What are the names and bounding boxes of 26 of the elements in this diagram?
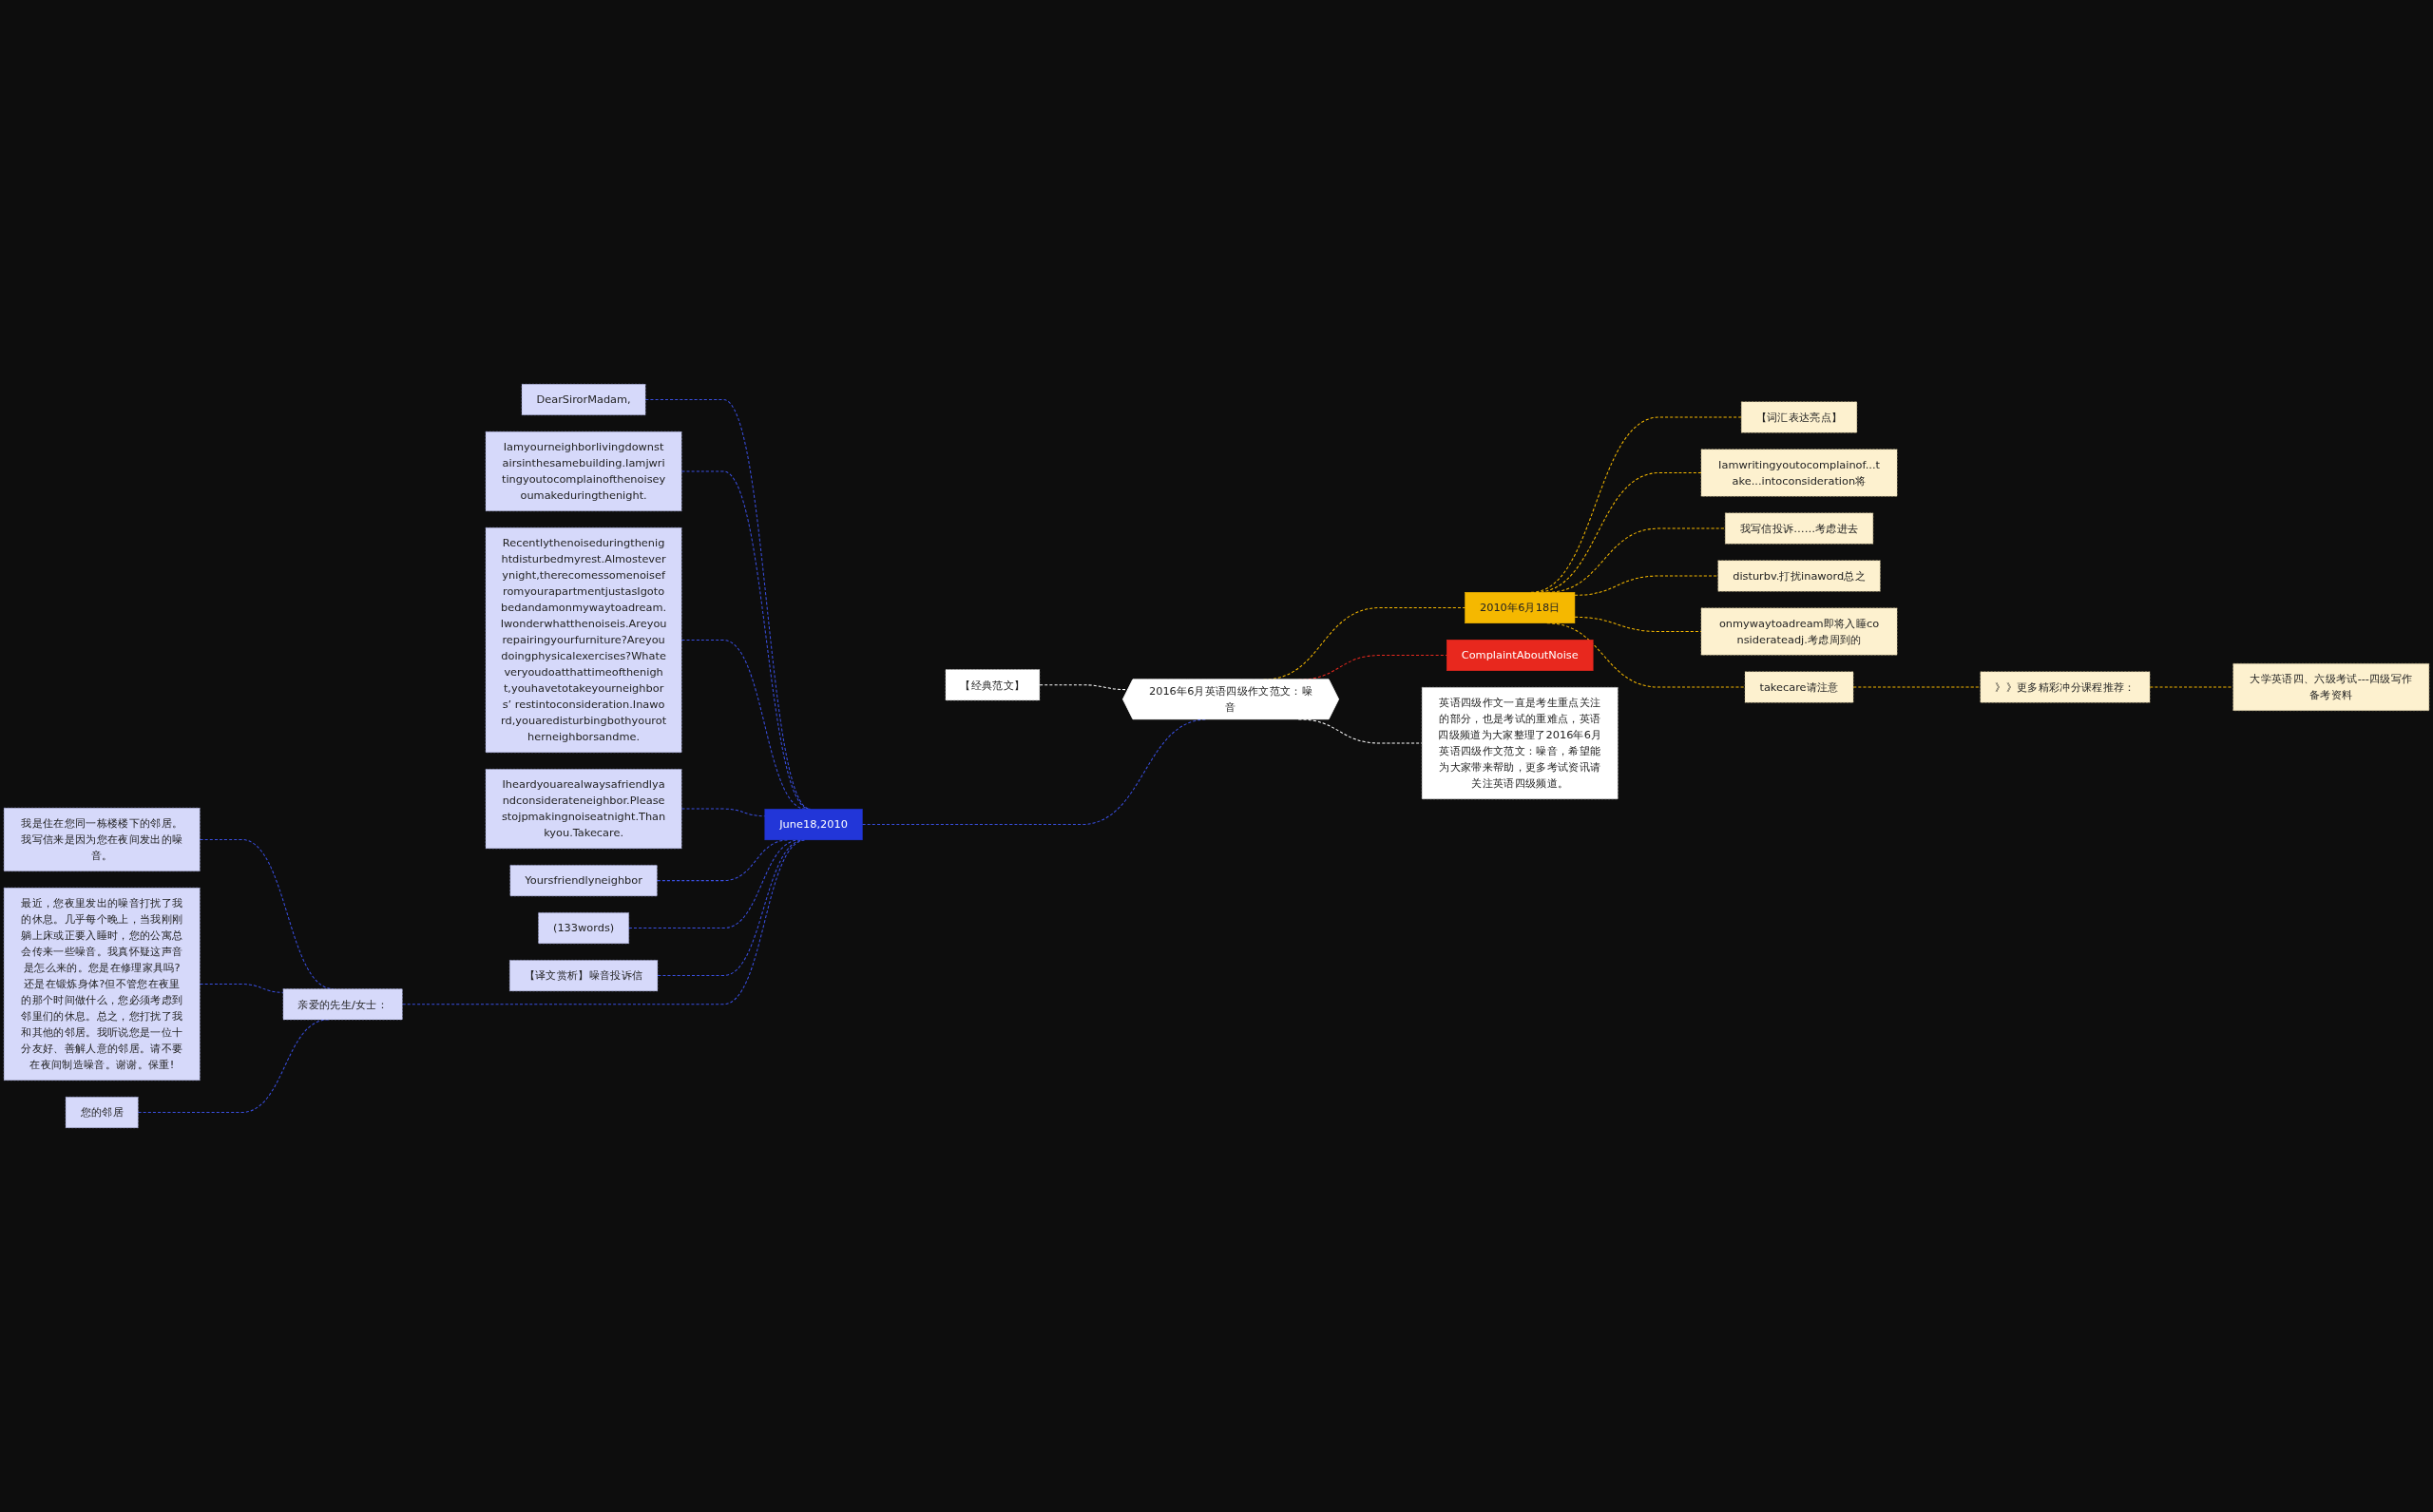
node-box: 【译文赏析】噪音投诉信: [509, 960, 659, 992]
node-box: (133words): [538, 912, 629, 945]
node-box: Recentlythenoiseduringthenightdisturbedmyrest.Almosteverynight,therecomessomenoisefromyourapartmentjustasIgotobedandamonmywaytoadream.Iwonderwhatthenoiseis.Areyourepairingyourfurniture?Areyoudoingphysicalexercises?Whateveryoudoatthattimeofthenight,youhavetotakeyourneighbors’ restintoconsideration.Inaword,youaredisturbingbothyourotherneighborsandme.: [485, 527, 682, 754]
node-box: 我是住在您同一栋楼楼下的邻居。我写信来是因为您在夜间发出的噪音。: [3, 807, 201, 871]
node-box: ComplaintAboutNoise: [1446, 640, 1594, 671]
node-box: 大学英语四、六级考试---四级写作备考资料: [2232, 663, 2430, 711]
node-box: DearSirorMadam,: [521, 383, 646, 415]
connector: [1574, 575, 1719, 596]
node-box: Iheardyouarealwaysafriendlyandconsiderateneighbor.Pleasestojpmakingnoiseatnight.Thankyou.Takecare.: [485, 769, 682, 850]
node-box: Yoursfriendlyneighbor: [509, 865, 658, 897]
node-box: 亲爱的先生/女士：: [282, 988, 403, 1021]
node-box: onmywaytoadream即将入睡consideratеadj.考虑周到的: [1700, 607, 1898, 656]
node-box: Iamyourneighborlivingdownstairsinthesamebuilding.Iamjwritingyoutocomplainofthenoiseyoumakeduringthenight.: [485, 431, 682, 511]
connector: [1039, 684, 1129, 691]
node-box: 》》更多精彩冲分课程推荐：: [1980, 671, 2151, 703]
node-box: takecare请注意: [1744, 671, 1854, 703]
node-box: 2010年6月18日: [1465, 592, 1576, 623]
node-box: 我写信投诉……考虑进去: [1724, 512, 1874, 545]
node-box: 最近，您夜里发出的噪音打扰了我的休息。几乎每个晚上，当我刚刚躺上床或正要入睡时，您的公寓总会传来一些噪音。我真怀疑这声音是怎么来的。您是在修理家具吗?还是在锻炼身体?但不管您在夜里的那个时间做什么，您必须考虑到邻里们的休息。总之，您打扰了我和其他的邻居。我听说您是一位十分友好、善解人意的邻居。请不要在夜间制造噪音。谢谢。保重!: [3, 887, 201, 1081]
node-box: disturbv.打扰inaword总之: [1717, 560, 1881, 592]
node-box: 您的邻居: [65, 1097, 139, 1129]
node-box: Iamwritingyoutocomplainof...take...intoconsideration将: [1700, 449, 1898, 497]
node-box: 英语四级作文一直是考生重点关注的部分，也是考试的重难点，英语四级频道为大家整理了2016年6月英语四级作文范文：噪音，希望能为大家带来帮助，更多考试资讯请关注英语四级频道。: [1421, 687, 1619, 800]
node-box: June18,2010: [764, 809, 863, 841]
node-box: 【词汇表达亮点】: [1740, 401, 1858, 433]
node-box: 【经典范文】: [945, 669, 1041, 701]
